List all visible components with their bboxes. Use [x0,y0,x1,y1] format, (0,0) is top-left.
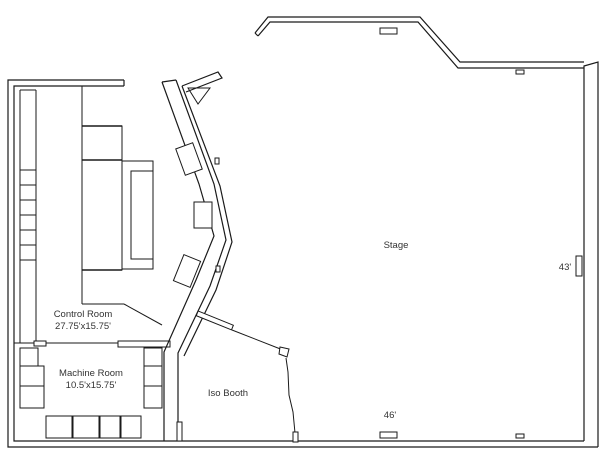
iso-booth-walls [195,310,299,443]
control-room-label: Control Room [54,309,113,320]
left-equipment-rack [19,169,37,261]
depth-dimension-label: 43' [559,262,572,273]
machine-room-right-racks [143,347,163,409]
room-labels: Control Room 27.75'x15.75' Machine Room … [54,240,572,421]
width-dimension-label: 46' [384,410,397,421]
partition-wall [14,340,171,348]
outer-walls [7,16,599,448]
machine-room-bottom-racks [45,415,142,439]
machine-room-label: Machine Room [59,368,123,379]
machine-room-size-label: 10.5'x15.75' [66,380,117,391]
machine-room-interior [19,347,163,439]
mixing-console [81,86,163,326]
control-room-size-label: 27.75'x15.75' [55,321,111,332]
control-room-interior [14,86,171,348]
wall-fixtures [379,27,583,439]
iso-booth-label: Iso Booth [208,388,248,399]
machine-room-left-racks [19,347,45,409]
stage-label: Stage [384,240,409,251]
control-stage-wall [161,71,233,442]
